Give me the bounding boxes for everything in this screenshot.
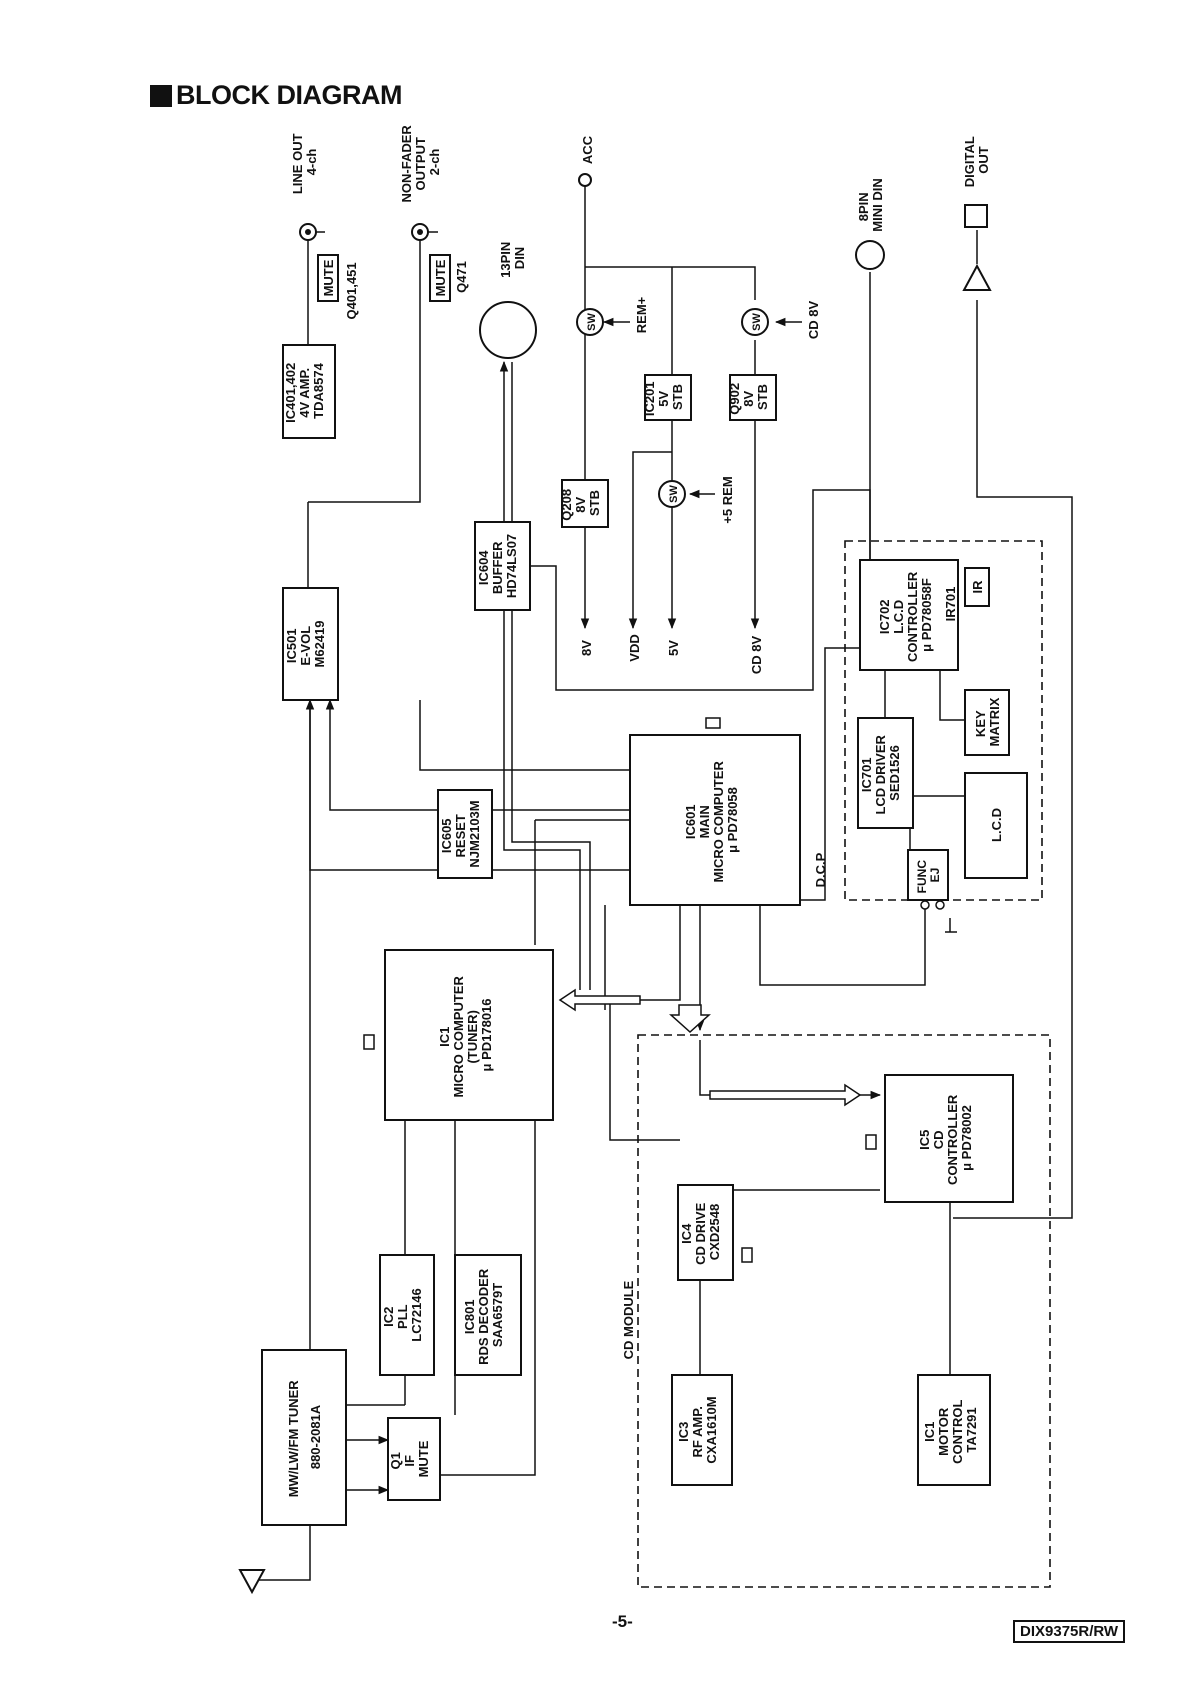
block-ic5: IC5 CD CONTROLLER μ PD78002 bbox=[884, 1074, 1014, 1203]
svg-text:IC1 MICRO COMPUTER: IC1 MICRO COMPUTER (TUNER) μ PD178016 bbox=[437, 973, 494, 1098]
svg-text:Q401,451: Q401,451 bbox=[344, 262, 359, 319]
sw-label-2: SW bbox=[668, 485, 680, 503]
svg-text:IC702 L.C.D CO: IC702 L.C.D CONTROLLER μ PD78058F bbox=[877, 568, 934, 662]
block-q902: Q902 8V STB bbox=[727, 374, 777, 421]
out-5v-label: 5V bbox=[666, 640, 681, 656]
block-lcd: L.C.D bbox=[964, 772, 1028, 879]
non-fader-label: NON-FADER OUTPUT 2-ch bbox=[399, 122, 442, 203]
block-ic4: IC4 CD DRIVE CXD2548 bbox=[677, 1184, 734, 1281]
svg-text:IC501 E-VOL M6: IC501 E-VOL M62419 bbox=[284, 621, 327, 668]
line-out-label: LINE OUT 4-ch bbox=[290, 130, 319, 194]
block-func-ej: FUNC EJ bbox=[907, 849, 949, 901]
digital-out-label: DIGITAL OUT bbox=[962, 133, 991, 187]
block-ic401: IC401,402 4V AMP. TDA8574 bbox=[282, 344, 336, 439]
crystal-ic4-icon bbox=[741, 1247, 753, 1263]
model-badge: DIX9375R/RW bbox=[1013, 1620, 1126, 1643]
digital-out-buffer-icon bbox=[962, 263, 992, 291]
block-key-matrix: KEY MATRIX bbox=[964, 689, 1010, 756]
svg-text:FUNC EJ: FUNC EJ bbox=[915, 857, 942, 894]
din-13pin-connector-icon bbox=[479, 301, 537, 359]
sw-label-1: SW bbox=[586, 313, 598, 331]
block-ic601: IC601 MAIN MICRO COMPUTER μ PD78058 bbox=[629, 734, 801, 906]
out-cd8v-label: CD 8V bbox=[749, 636, 764, 675]
svg-text:IC1 MOTOR CONT: IC1 MOTOR CONTROL TA7291 bbox=[922, 1396, 979, 1464]
block-ir701: IR701 IR bbox=[943, 567, 990, 622]
svg-text:IR: IR bbox=[970, 580, 985, 594]
svg-text:MW/LW/FM TUNER 880-208: MW/LW/FM TUNER 880-2081A bbox=[286, 1377, 323, 1498]
rem-switch-icon bbox=[576, 308, 604, 336]
block-ic702: IC702 L.C.D CONTROLLER μ PD78058F bbox=[859, 559, 959, 671]
svg-text:IC601 MAIN MIC: IC601 MAIN MICRO COMPUTER μ PD78058 bbox=[683, 758, 740, 883]
rem5-switch-icon bbox=[658, 480, 686, 508]
cd8v-switch-icon bbox=[741, 308, 769, 336]
block-ic604: IC604 BUFFER HD74LS07 bbox=[474, 521, 531, 611]
out-vdd-label: VDD bbox=[627, 634, 642, 661]
bus-arrow-right-icon bbox=[709, 1083, 862, 1107]
title-text: BLOCK DIAGRAM bbox=[176, 80, 402, 110]
block-q1: Q1 IF MUTE bbox=[387, 1417, 441, 1501]
block-ic1-tuner-micro: IC1 MICRO COMPUTER (TUNER) μ PD178016 bbox=[384, 949, 554, 1121]
svg-text:MUTE: MUTE bbox=[321, 259, 336, 296]
page-number: -5- bbox=[612, 1612, 633, 1631]
block-ic605: IC605 RESET NJM2103M bbox=[437, 789, 493, 879]
out-8v-label: 8V bbox=[579, 640, 594, 656]
svg-text:IC401,402 4V AMP.: IC401,402 4V AMP. TDA8574 bbox=[283, 359, 326, 423]
svg-text:MUTE: MUTE bbox=[433, 259, 448, 296]
antenna-icon bbox=[238, 1569, 266, 1595]
title-square-icon bbox=[150, 84, 172, 107]
svg-text:IC604 BUFFER H: IC604 BUFFER HD74LS07 bbox=[476, 534, 519, 598]
svg-text:IC605 RESET NJ: IC605 RESET NJM2103M bbox=[439, 800, 482, 867]
svg-text:IC801 RDS DECODER: IC801 RDS DECODER SAA6579T bbox=[462, 1265, 505, 1365]
svg-text:Q471: Q471 bbox=[454, 261, 469, 293]
svg-text:KEY MATRIX: KEY MATRIX bbox=[973, 697, 1002, 746]
block-q208: Q208 8V STB bbox=[559, 479, 609, 528]
svg-text:Q208 8V STB: Q208 8V STB bbox=[559, 485, 602, 520]
svg-text:IC5 CD CONTROL: IC5 CD CONTROLLER μ PD78002 bbox=[917, 1091, 974, 1185]
block-ic801: IC801 RDS DECODER SAA6579T bbox=[454, 1254, 522, 1376]
svg-text:Q1 IF MUTE: Q1 IF MUTE bbox=[388, 1440, 431, 1477]
dcp-label: D.C.P bbox=[813, 852, 828, 887]
svg-text:IR701: IR701 bbox=[943, 587, 958, 622]
bus-arrow-down-icon bbox=[669, 1004, 711, 1034]
svg-text:IC4 CD DRIVE C: IC4 CD DRIVE CXD2548 bbox=[679, 1199, 722, 1265]
svg-text:Q902 8V STB: Q902 8V STB bbox=[727, 379, 770, 414]
svg-text:IC701 LCD DRIVER: IC701 LCD DRIVER SED1526 bbox=[859, 731, 902, 814]
acc-label: ACC bbox=[580, 135, 595, 164]
cd-module-label: CD MODULE bbox=[621, 1280, 636, 1359]
block-mute-q401: MUTE Q401,451 bbox=[317, 254, 359, 320]
block-ic1-motor: IC1 MOTOR CONTROL TA7291 bbox=[917, 1374, 991, 1486]
connectors bbox=[238, 173, 992, 1595]
crystal-ic601-icon bbox=[705, 717, 721, 729]
block-ic501: IC501 E-VOL M62419 bbox=[282, 587, 339, 701]
svg-text:IC201 5V STB: IC201 5V STB bbox=[642, 378, 685, 416]
crystal-ic5-icon bbox=[865, 1134, 877, 1150]
block-ic2: IC2 PLL LC72146 bbox=[379, 1254, 435, 1376]
page-title: BLOCK DIAGRAM bbox=[150, 80, 402, 111]
rem5-label: +5 REM bbox=[720, 476, 735, 523]
block-ic701: IC701 LCD DRIVER SED1526 bbox=[857, 717, 914, 829]
rem-plus-label: REM+ bbox=[634, 296, 649, 333]
digital-out-port-icon bbox=[964, 204, 988, 228]
crystal-ic1-icon bbox=[363, 1034, 375, 1050]
cd-module-enclosure bbox=[637, 1034, 1051, 1588]
svg-text:IC3 RF AMP. CX: IC3 RF AMP. CXA1610M bbox=[676, 1396, 719, 1463]
cd8v-input-label: CD 8V bbox=[806, 301, 821, 340]
din-13pin-label: 13PIN DIN bbox=[498, 238, 527, 278]
mini-din-8pin-connector-icon bbox=[855, 240, 885, 270]
svg-text:L.C.D: L.C.D bbox=[989, 808, 1004, 842]
svg-text:IC2 PLL LC7214: IC2 PLL LC72146 bbox=[381, 1288, 424, 1341]
block-ic3: IC3 RF AMP. CXA1610M bbox=[671, 1374, 733, 1486]
acc-terminal-icon bbox=[578, 173, 592, 187]
block-tuner: MW/LW/FM TUNER 880-2081A bbox=[261, 1349, 347, 1526]
mini-din-8pin-label: 8PIN MINI DIN bbox=[856, 178, 885, 231]
bus-arrow-left-icon bbox=[558, 988, 641, 1012]
block-ic201: IC201 5V STB bbox=[642, 374, 692, 421]
block-mute-q471: MUTE Q471 bbox=[429, 254, 469, 302]
sw-label-3: SW bbox=[751, 313, 763, 331]
